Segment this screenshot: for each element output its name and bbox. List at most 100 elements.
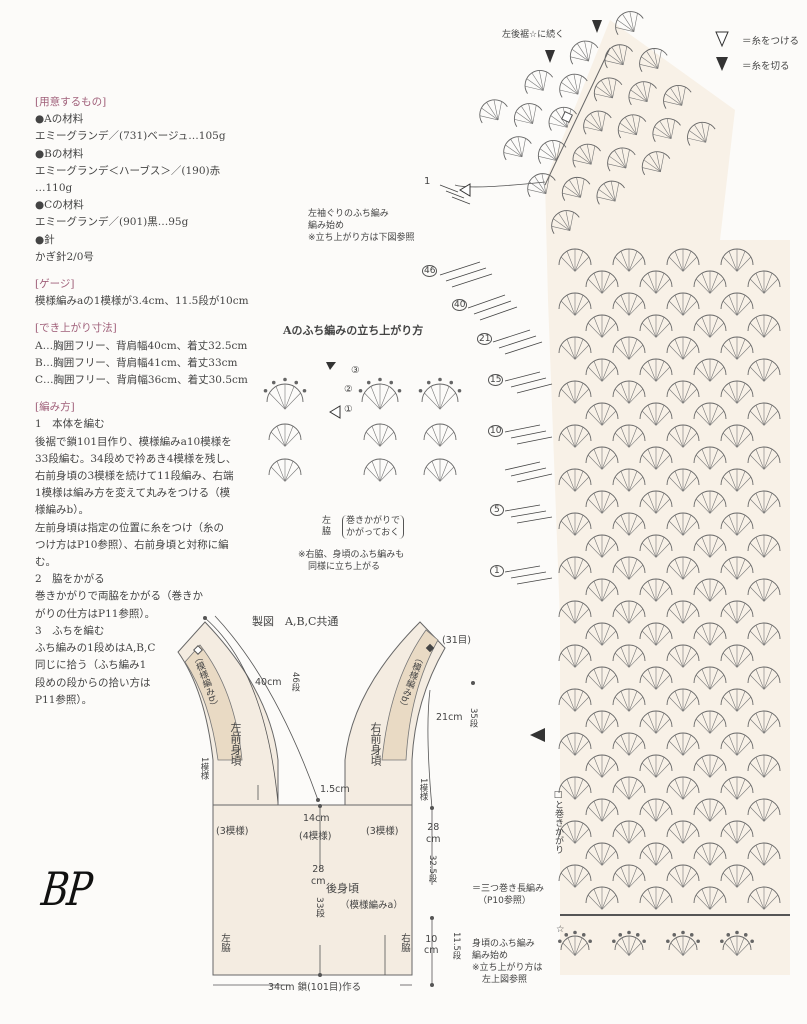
- crochet-stitch: [622, 13, 635, 32]
- crochet-stitch: [526, 78, 544, 91]
- crochet-stitch: [763, 845, 773, 866]
- crochet-stitch: [709, 278, 725, 294]
- crochet-stitch: [701, 801, 711, 822]
- crochet-stitch: [587, 322, 603, 338]
- crochet-stitch: [620, 471, 630, 492]
- crochet-picot: [573, 930, 577, 935]
- crochet-stitch: [601, 845, 611, 866]
- crochet-stitch: [736, 427, 746, 448]
- crochet-stitch: [641, 278, 657, 294]
- left-side-label: 左脇: [322, 516, 332, 537]
- crochet-stitch: [628, 735, 638, 756]
- crochet-stitch: [736, 603, 746, 624]
- crochet-stitch: [709, 366, 725, 382]
- materials-line: ●針: [35, 233, 55, 246]
- crochet-stitch: [593, 757, 603, 778]
- crochet-stitch: [736, 520, 752, 536]
- crochet-stitch: [620, 515, 630, 536]
- row-arrow: [451, 196, 471, 205]
- crochet-stitch: [601, 410, 617, 426]
- crochet-stitch: [610, 181, 616, 202]
- crochet-stitch: [736, 388, 752, 404]
- crochet-stitch: [655, 410, 671, 426]
- crochet-stitch: [560, 696, 576, 712]
- crochet-stitch: [755, 889, 765, 910]
- row-direction-arrows: [439, 184, 553, 585]
- crochet-stitch: [628, 937, 637, 956]
- crochet-stitch: [701, 537, 711, 558]
- crochet-stitch: [566, 383, 576, 404]
- crochet-stitch: [275, 386, 286, 410]
- crochet-stitch: [647, 801, 657, 822]
- crochet-stitch: [674, 779, 684, 800]
- crochet-picot: [581, 933, 586, 937]
- crochet-picot: [358, 388, 363, 393]
- crochet-stitch: [641, 322, 657, 338]
- crochet-stitch: [538, 70, 544, 91]
- crochet-stitch: [587, 894, 603, 910]
- crochet-stitch: [560, 608, 576, 624]
- crochet-stitch: [674, 647, 684, 668]
- crochet-stitch: [425, 466, 441, 482]
- crochet-stitch: [736, 872, 752, 888]
- crochet-stitch: [709, 581, 719, 602]
- crochet-stitch: [763, 454, 779, 470]
- crochet-stitch: [566, 295, 576, 316]
- crochet-stitch: [574, 872, 590, 888]
- crochet-stitch: [628, 476, 644, 492]
- crochet-stitch: [701, 713, 711, 734]
- crochet-stitch: [439, 392, 456, 410]
- crochet-stitch: [763, 586, 779, 602]
- crochet-stitch: [736, 251, 746, 272]
- crochet-stitch: [563, 185, 581, 198]
- crochet-stitch: [628, 867, 638, 888]
- crochet-stitch: [682, 295, 692, 316]
- side-height: 10 cm: [424, 934, 439, 956]
- crochet-stitch: [682, 608, 698, 624]
- crochet-stitch: [593, 317, 603, 338]
- right-rows: 35段: [468, 708, 478, 728]
- crochet-stitch: [561, 82, 579, 95]
- crochet-stitch: [628, 97, 648, 103]
- crochet-stitch: [614, 256, 630, 272]
- crochet-stitch: [655, 762, 671, 778]
- row-arrow: [510, 571, 547, 579]
- crochet-stitch: [647, 317, 657, 338]
- row-arrow: [445, 190, 465, 199]
- crochet-picot: [672, 933, 677, 937]
- materials-line: ●Bの材料: [35, 147, 84, 160]
- crochet-stitch: [269, 392, 286, 410]
- crochet-stitch: [630, 89, 648, 102]
- crochet-stitch: [709, 757, 719, 778]
- crochet-stitch: [590, 145, 596, 165]
- crochet-stitch: [565, 210, 571, 231]
- crochet-stitch: [365, 466, 381, 482]
- crochet-stitch: [701, 845, 711, 866]
- crochet-stitch: [595, 85, 613, 99]
- crochet-stitch: [709, 718, 725, 734]
- crochet-stitch: [641, 630, 657, 646]
- crochet-picot: [449, 380, 454, 385]
- crochet-stitch: [682, 520, 698, 536]
- crochet-stitch: [674, 735, 684, 756]
- crochet-stitch: [736, 515, 746, 536]
- crochet-stitch: [641, 454, 657, 470]
- crochet-picot: [457, 388, 462, 393]
- crochet-stitch: [628, 559, 638, 580]
- crochet-stitch: [763, 669, 773, 690]
- crochet-stitch: [682, 432, 698, 448]
- crochet-stitch: [749, 278, 765, 294]
- crochet-stitch: [763, 850, 779, 866]
- legend-cut: ＝糸を切る: [742, 61, 790, 72]
- crochet-stitch: [560, 564, 576, 580]
- crochet-stitch: [695, 542, 711, 558]
- crochet-stitch: [763, 278, 779, 294]
- crochet-picot: [302, 388, 307, 393]
- crochet-stitch: [755, 845, 765, 866]
- crochet-stitch: [666, 118, 672, 139]
- crochet-stitch: [722, 344, 738, 360]
- crochet-stitch: [635, 83, 648, 102]
- crochet-stitch: [543, 72, 548, 91]
- crochet-stitch: [371, 426, 381, 447]
- join-marker-open: [193, 645, 203, 655]
